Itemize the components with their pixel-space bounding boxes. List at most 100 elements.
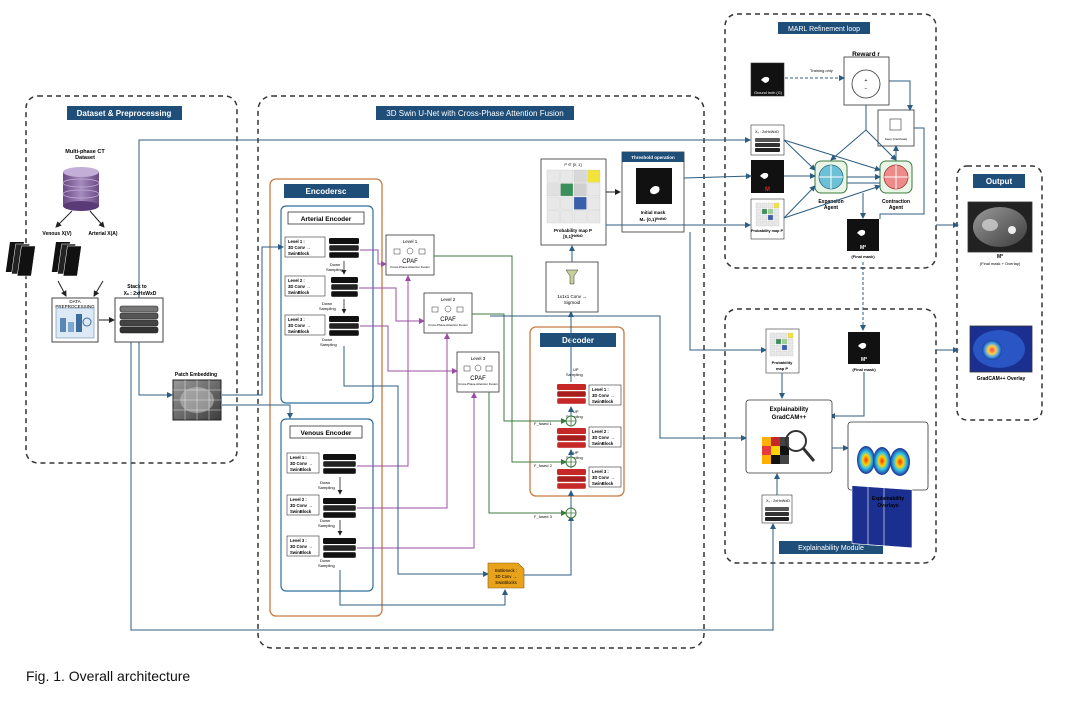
stacked-volume-icon [114, 297, 164, 343]
svg-text:Sampling: Sampling [566, 414, 583, 419]
grid-cell [769, 338, 776, 345]
svg-text:Down: Down [322, 337, 332, 342]
grid-cell [587, 210, 601, 224]
svg-text:Sampling: Sampling [320, 342, 337, 347]
grid-cell [587, 169, 601, 183]
grid-cell [787, 332, 794, 339]
grid-cell [773, 214, 780, 221]
venous-level-3: Level 3 : 3D Conv → SwinBlock [286, 535, 357, 559]
svg-text:Down: Down [322, 301, 332, 306]
arterial-down-1: Down [330, 262, 340, 267]
svg-text:3D Conv →: 3D Conv → [288, 323, 310, 328]
output-gradcam-image [969, 325, 1033, 373]
svg-text:Initial mask: Initial mask [641, 210, 666, 215]
expansion-agent [814, 160, 848, 194]
decoder-box [529, 326, 625, 497]
grid-cell [761, 214, 768, 221]
grid-cell [761, 208, 768, 215]
grid-cell [573, 210, 587, 224]
svg-text:SwinBlock: SwinBlock [288, 329, 310, 334]
svg-text:Sampling: Sampling [566, 372, 583, 377]
svg-text:Level 2 :: Level 2 : [288, 278, 305, 283]
expansion-label-2: Agent [824, 205, 839, 211]
arterial-label: Arterial X(A) [88, 231, 118, 237]
prob-label-1: Probability map P [554, 228, 592, 233]
preproc-label-2: PREPROCESSING [55, 304, 95, 309]
svg-text:P ∈ [0, 1]: P ∈ [0, 1] [564, 162, 581, 167]
output-header-text: Output [986, 177, 1013, 186]
grid-cell [587, 183, 601, 197]
svg-text:Level 2 :: Level 2 : [290, 497, 307, 502]
svg-text:SwinBlock: SwinBlock [592, 399, 614, 404]
explain-final-label-1: M* [861, 357, 867, 363]
grid-cell [773, 208, 780, 215]
grid-cell [773, 202, 780, 209]
cpaf-level-3: Level 3 CPAF Cross-Phase Attention Fusio… [456, 351, 500, 393]
svg-text:Level 1 :: Level 1 : [288, 239, 305, 244]
svg-text:SwinBlock: SwinBlock [290, 509, 312, 514]
grid-cell [787, 338, 794, 345]
grid-cell [573, 169, 587, 183]
marl-header [778, 22, 870, 34]
svg-text:Down: Down [320, 518, 330, 523]
grid-cell [773, 220, 780, 227]
marl-header-text: MARL Refinement loop [788, 26, 860, 33]
output-header [973, 174, 1025, 188]
grid-cell [787, 344, 794, 351]
sum-node-1 [565, 415, 577, 427]
svg-text:3D Conv →: 3D Conv → [288, 245, 310, 250]
marl-final-label-2: (Final mask) [851, 254, 875, 259]
patch-embedding-label: Patch Embedding [175, 372, 217, 378]
arterial-encoder-box [280, 205, 374, 404]
keep-block: Keep (inactivate) [877, 109, 915, 147]
svg-text:CPAF: CPAF [402, 259, 418, 265]
encoders-box [269, 178, 383, 617]
svg-text:3D Conv →: 3D Conv → [288, 284, 310, 289]
svg-text:Sampling: Sampling [318, 485, 335, 490]
preproc-label-1: DATA [69, 299, 80, 304]
grid-cell [781, 332, 788, 339]
contraction-label-2: Agent [889, 205, 904, 211]
svg-text:SwinBlock: SwinBlock [592, 441, 614, 446]
svg-text:UP: UP [573, 450, 579, 455]
svg-text:Cross-Phase Attention Fusion: Cross-Phase Attention Fusion [428, 323, 468, 327]
svg-text:Level 2 :: Level 2 : [592, 429, 609, 434]
svg-text:UP: UP [573, 409, 579, 414]
svg-text:SwinBlock: SwinBlock [290, 550, 312, 555]
marl-prob-label: Probability map P [751, 229, 784, 233]
arterial-level-2: Level 2 : 3D Conv → SwinBlock [284, 275, 359, 298]
grid-cell [767, 208, 774, 215]
explain-final-mask [848, 332, 880, 364]
svg-text:Cross-Phase Attention Fusion: Cross-Phase Attention Fusion [390, 265, 430, 269]
dataset-header-text: Dataset & Preprocessing [77, 109, 172, 118]
fused-1-label: F_fused 1 [534, 421, 553, 426]
grid-cell [767, 220, 774, 227]
marl-mt-label: M [765, 187, 770, 193]
svg-text:Sampling: Sampling [318, 523, 335, 528]
decoder-level-2: Level 2 : 3D Conv → SwinBlock [556, 426, 622, 449]
explain-prob-grid [769, 332, 794, 357]
dataset-header [67, 106, 182, 120]
grid-cell [755, 208, 762, 215]
grid-cell [546, 210, 560, 224]
grid-cell [775, 338, 782, 345]
grid-cell [546, 196, 560, 210]
gradcam-title-1: Explainability [770, 407, 809, 413]
venous-level-1: Level 1 : 3D Conv → SwinBlock [286, 452, 357, 475]
grid-cell [755, 214, 762, 221]
explain-overlays [847, 421, 929, 549]
gradcam-block [745, 399, 833, 474]
grid-cell [587, 196, 601, 210]
grid-cell [787, 350, 794, 357]
svg-text:Down: Down [320, 558, 330, 563]
grid-cell [761, 220, 768, 227]
gt-label: Ground truth (G) [754, 91, 783, 95]
decoder-level-1: Level 1 : 3D Conv → SwinBlock [556, 384, 622, 406]
prob-label-2: [0,1]ᴴˣᵂˣᴰ [563, 234, 582, 239]
svg-text:3D Conv →: 3D Conv → [495, 574, 517, 579]
arterial-encoder-title: Arterial Encoder [301, 216, 352, 223]
svg-text:3D Conv →: 3D Conv → [290, 544, 312, 549]
venous-label: Venous X(V) [42, 231, 72, 237]
svg-text:Threshold operation: Threshold operation [631, 155, 675, 160]
